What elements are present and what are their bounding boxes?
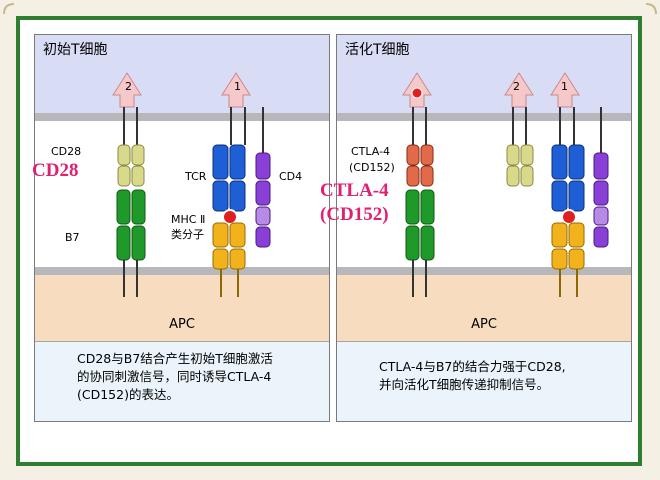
cd4-molecule xyxy=(593,107,609,248)
signal-2-number: 2 xyxy=(513,80,520,93)
b7-molecule xyxy=(405,189,435,297)
b7-label: B7 xyxy=(65,231,80,244)
panel-title: 初始T细胞 xyxy=(43,42,108,58)
cd28-highlight-label: CD28 xyxy=(32,160,79,181)
ctla4-label: CTLA-4 xyxy=(351,145,391,158)
mhc-label-line2: 类分子 xyxy=(171,228,204,241)
cd4-label: CD4 xyxy=(279,170,303,183)
cd28-label: CD28 xyxy=(51,145,82,158)
cd28-molecule xyxy=(506,107,534,187)
apc-membrane xyxy=(35,267,329,275)
mhc-class2-molecule xyxy=(551,222,585,297)
peptide-antigen xyxy=(561,209,577,225)
signal-1-number: 1 xyxy=(561,80,568,93)
activated-t-cell-panel: 活化T细胞 2 1 CTLA-4 (CD152) APC CTLA-4与B7的结… xyxy=(336,34,632,422)
activated-t-cell-illustration xyxy=(337,35,631,341)
tcr-molecule xyxy=(212,107,246,212)
naive-t-cell-panel: 初始T细胞 2 1 CD28 TCR CD4 B7 MHC Ⅱ 类分子 APC … xyxy=(34,34,330,422)
ctla4-highlight-label: CTLA-4 xyxy=(320,180,389,201)
naive-t-cell-illustration xyxy=(35,35,329,341)
cd152-highlight-label: (CD152) xyxy=(320,204,389,225)
signal-1-number: 1 xyxy=(234,80,241,93)
signal-arrow-1 xyxy=(550,72,580,108)
signal-2-number: 2 xyxy=(125,80,132,93)
tcr-molecule xyxy=(551,107,585,212)
b7-molecule xyxy=(116,189,146,297)
signal-arrow-1 xyxy=(221,72,251,108)
t-cell-cytoplasm xyxy=(35,35,329,113)
peptide-antigen xyxy=(222,209,238,225)
apc-label: APC xyxy=(169,317,195,332)
caption-line: CD28与B7结合产生初始T细胞激活 xyxy=(77,351,273,366)
caption-box: CD28与B7结合产生初始T细胞激活 的协同刺激信号，同时诱导CTLA-4 (C… xyxy=(35,341,329,421)
panel-title: 活化T细胞 xyxy=(345,42,410,58)
signal-arrow-inhibit xyxy=(402,72,432,108)
cd152-label: (CD152) xyxy=(349,161,395,174)
caption-line: 的协同刺激信号，同时诱导CTLA-4 xyxy=(77,369,272,384)
ctla4-molecule xyxy=(406,107,434,187)
caption-line: CTLA-4与B7的结合力强于CD28, xyxy=(379,359,566,374)
corner-swirl-icon xyxy=(3,3,15,15)
corner-swirl-icon xyxy=(645,3,657,15)
caption-box: CTLA-4与B7的结合力强于CD28, 并向活化T细胞传递抑制信号。 xyxy=(337,341,631,421)
diagram-frame: 初始T细胞 2 1 CD28 TCR CD4 B7 MHC Ⅱ 类分子 APC … xyxy=(16,16,642,466)
mhc-label-line1: MHC Ⅱ xyxy=(171,213,206,226)
signal-arrow-2 xyxy=(112,72,142,108)
apc-cytoplasm xyxy=(35,275,329,341)
cd28-molecule xyxy=(117,107,145,187)
signal-arrow-2 xyxy=(504,72,534,108)
t-cell-membrane xyxy=(35,113,329,121)
mhc-class2-molecule xyxy=(212,222,246,297)
caption-line: 并向活化T细胞传递抑制信号。 xyxy=(379,377,550,392)
caption-line: (CD152)的表达。 xyxy=(77,387,179,402)
tcr-label: TCR xyxy=(185,170,207,183)
apc-label: APC xyxy=(471,317,497,332)
cd4-molecule xyxy=(255,107,271,248)
